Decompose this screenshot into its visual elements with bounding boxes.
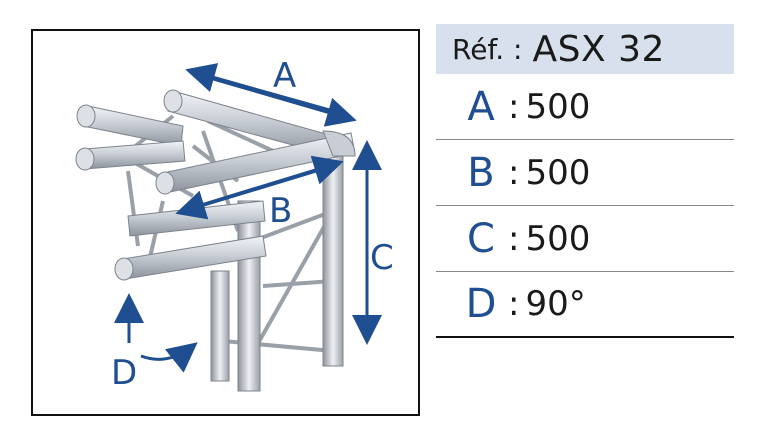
spec-row-c: C : 500 bbox=[436, 206, 734, 272]
dimension-label-a: A bbox=[273, 56, 297, 96]
truss-corner-illustration bbox=[75, 63, 382, 392]
spec-letter: A bbox=[467, 83, 495, 130]
spec-value: 500 bbox=[525, 152, 591, 193]
spec-separator: : bbox=[508, 86, 520, 127]
spec-letter: B bbox=[467, 149, 495, 196]
reference-label: Réf. : bbox=[452, 32, 523, 66]
product-diagram-frame: A B C D bbox=[31, 29, 420, 416]
dimension-label-b: B bbox=[269, 191, 293, 231]
dimension-label-d: D bbox=[111, 353, 138, 393]
reference-value: ASX 32 bbox=[532, 28, 665, 70]
spec-letter: D bbox=[465, 281, 497, 327]
spec-separator: : bbox=[508, 152, 520, 193]
spec-value: 500 bbox=[525, 86, 591, 127]
spec-separator: : bbox=[508, 284, 520, 324]
spec-row-d: D : 90° bbox=[436, 272, 734, 338]
spec-value: 500 bbox=[525, 218, 591, 259]
dimension-label-c: C bbox=[370, 238, 394, 278]
spec-letter: C bbox=[467, 215, 495, 262]
truss-chords bbox=[75, 89, 356, 281]
dimension-arrows bbox=[114, 63, 382, 373]
specification-table: Réf. : ASX 32 A : 500 B : 500 C : 500 D … bbox=[436, 24, 734, 338]
reference-row: Réf. : ASX 32 bbox=[436, 24, 734, 74]
spec-value: 90° bbox=[525, 284, 586, 324]
spec-separator: : bbox=[508, 218, 520, 259]
spec-row-b: B : 500 bbox=[436, 140, 734, 206]
spec-row-a: A : 500 bbox=[436, 74, 734, 140]
